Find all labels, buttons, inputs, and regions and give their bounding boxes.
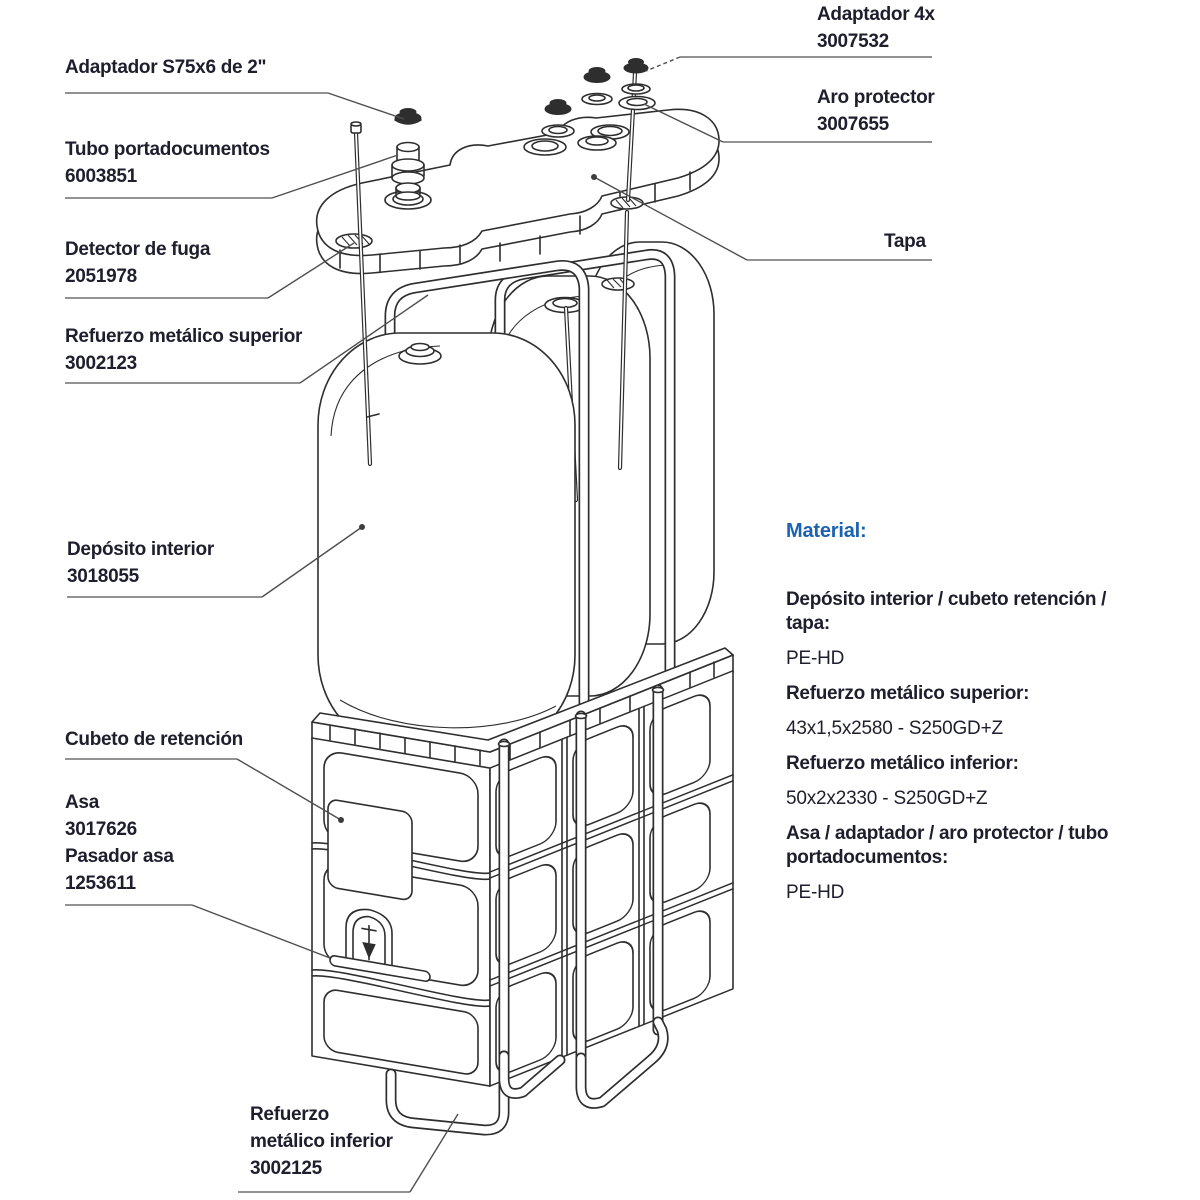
detector-rod-drawing	[350, 121, 380, 467]
material-entry-value: PE-HD	[786, 882, 845, 903]
label-deposito-interior: Depósito interior 3018055	[67, 536, 214, 590]
material-entry-value: 43x1,5x2580 - S250GD+Z	[786, 718, 1003, 739]
aro-protector-drawing	[618, 95, 656, 111]
material-entry: Refuerzo metálico inferior: 50x2x2330 - …	[786, 752, 1148, 811]
label-line: 3002125	[250, 1158, 322, 1179]
label-line: 3017626	[65, 819, 137, 840]
document-window	[327, 799, 413, 901]
label-aro-protector: Aro protector 3007655	[817, 84, 935, 138]
upper-frame-drawing	[384, 248, 676, 718]
label-line: Asa	[65, 792, 99, 813]
label-line: Tapa	[884, 231, 926, 252]
adaptador-s75-drawing	[394, 108, 422, 125]
label-line: Aro protector	[817, 87, 935, 108]
material-entry-name: Depósito interior / cubeto retención / t…	[786, 589, 1107, 634]
tubo-portadocumentos-drawing	[391, 141, 425, 201]
label-refuerzo-inferior: Refuerzo metálico inferior 3002125	[250, 1101, 393, 1182]
label-line: 3007655	[817, 114, 889, 135]
label-line: 6003851	[65, 166, 137, 187]
label-line: Tubo portadocumentos	[65, 139, 270, 160]
label-refuerzo-superior: Refuerzo metálico superior 3002123	[65, 323, 302, 377]
retention-basin-drawing	[311, 647, 734, 1087]
label-tapa: Tapa	[884, 228, 926, 255]
material-entry-value: 50x2x2330 - S250GD+Z	[786, 788, 988, 809]
label-line: Detector de fuga	[65, 239, 211, 260]
inner-tank-front-drawing	[317, 332, 576, 748]
label-line: 2051978	[65, 266, 137, 287]
handle-drawing	[329, 908, 431, 982]
label-line: Adaptador S75x6 de 2"	[65, 57, 267, 78]
adapter-rod-lower-drawing	[617, 209, 630, 471]
material-entry-name: Asa / adaptador / aro protector / tubo p…	[786, 823, 1109, 868]
label-detector-fuga: Detector de fuga 2051978	[65, 236, 210, 290]
label-line: Cubeto de retención	[65, 729, 243, 750]
label-line: Refuerzo	[250, 1104, 329, 1125]
adapters-drawing	[391, 58, 656, 203]
label-line: Refuerzo metálico superior	[65, 326, 303, 347]
material-entry: Depósito interior / cubeto retención / t…	[786, 588, 1148, 671]
label-line: metálico inferior	[250, 1131, 393, 1152]
label-line: 1253611	[65, 873, 136, 894]
label-tubo-portadocumentos: Tubo portadocumentos 6003851	[65, 136, 270, 190]
label-adaptador-4x: Adaptador 4x 3007532	[817, 1, 935, 55]
label-cubeto-retencion: Cubeto de retención	[65, 726, 243, 753]
material-entry: Asa / adaptador / aro protector / tubo p…	[786, 822, 1148, 905]
material-entry-name: Refuerzo metálico inferior:	[786, 753, 1019, 774]
label-underlines	[65, 56, 932, 1193]
adaptador-4x-drawing	[623, 58, 649, 74]
material-heading: Material:	[786, 520, 867, 542]
label-line: 3002123	[65, 353, 137, 374]
label-line: Depósito interior	[67, 539, 214, 560]
material-entry-value: PE-HD	[786, 648, 845, 669]
label-line: Pasador asa	[65, 846, 174, 867]
lower-frame-drawing	[385, 684, 669, 1136]
basin-front-face	[311, 737, 491, 1087]
label-line: Adaptador 4x	[817, 4, 935, 25]
material-section: Material: Depósito interior / cubeto ret…	[786, 518, 1148, 916]
label-line: 3007532	[817, 31, 889, 52]
leader-lines	[191, 56, 748, 1193]
material-entry: Refuerzo metálico superior: 43x1,5x2580 …	[786, 682, 1148, 741]
label-adaptador-s75: Adaptador S75x6 de 2"	[65, 54, 267, 81]
label-line: 3018055	[67, 566, 139, 587]
label-asa-pasador: Asa 3017626 Pasador asa 1253611	[65, 789, 174, 897]
basin-side-face	[489, 669, 734, 1087]
material-entry-name: Refuerzo metálico superior:	[786, 683, 1030, 704]
